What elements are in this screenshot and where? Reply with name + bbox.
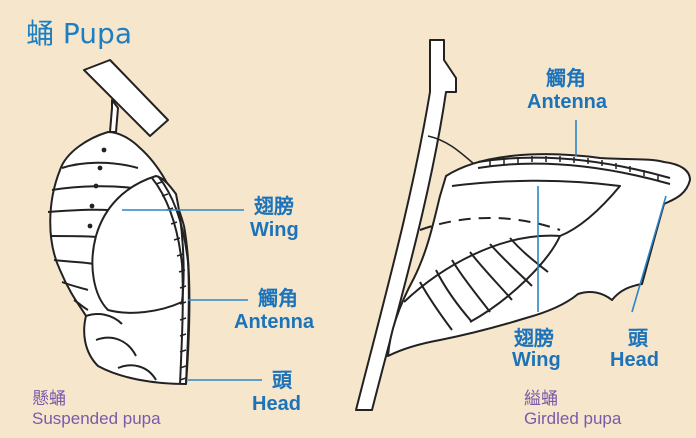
- right-head-label-en: Head: [610, 349, 659, 372]
- suspended-pupa-drawing: [48, 60, 190, 384]
- right-head-label-zh: 頭: [628, 322, 648, 351]
- left-caption-en: Suspended pupa: [32, 409, 161, 429]
- right-wing-label-en: Wing: [512, 349, 561, 372]
- left-stem: [110, 100, 118, 132]
- left-antenna-label-en: Antenna: [234, 311, 314, 334]
- right-antenna-label-en: Antenna: [527, 91, 607, 114]
- left-twig: [84, 60, 168, 136]
- right-caption-zh: 縊蛹: [524, 384, 558, 409]
- right-antenna-label-zh: 觸角: [546, 62, 586, 91]
- left-antenna-label-zh: 觸角: [258, 282, 298, 311]
- right-caption-en: Girdled pupa: [524, 409, 621, 429]
- left-wing-label-en: Wing: [250, 219, 299, 242]
- left-head-label-zh: 頭: [272, 364, 292, 393]
- right-wing-label-zh: 翅膀: [514, 322, 554, 351]
- left-wing-label-zh: 翅膀: [254, 190, 294, 219]
- page-title: 蛹 Pupa: [26, 12, 132, 52]
- left-head-label-en: Head: [252, 393, 301, 416]
- left-caption-zh: 懸蛹: [32, 384, 66, 409]
